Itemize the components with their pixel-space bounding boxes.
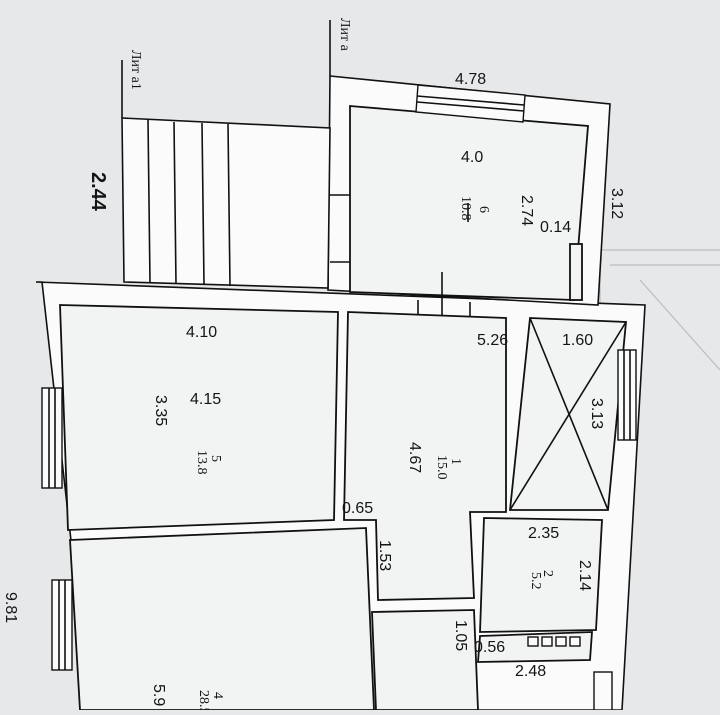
window-lower-right — [593, 671, 613, 711]
room1-notch-width: 0.65 — [342, 500, 373, 517]
room5-depth: 3.35 — [152, 395, 169, 426]
room-5 — [41, 304, 339, 531]
stair-well — [509, 317, 637, 511]
lit-a1-label: Лит а1 — [128, 50, 143, 90]
room-4 — [51, 527, 375, 711]
room2-width: 2.35 — [528, 525, 559, 542]
porch-steps — [121, 20, 331, 289]
room2-height: 2.14 — [576, 560, 593, 591]
room1-num: 1 — [448, 458, 463, 465]
room4-area: 28.5 — [196, 690, 211, 710]
room5-width: 4.10 — [186, 324, 217, 341]
stair-width: 1.60 — [562, 332, 593, 349]
total-width: 9.81 — [2, 592, 19, 623]
porch-width: 2.44 — [87, 172, 109, 212]
room6-depth: 2.74 — [518, 195, 535, 226]
room-6 — [330, 84, 589, 340]
labels: Лит а Лит а1 2.44 9.81 4.78 4.0 6 10.8 2… — [2, 18, 625, 715]
room6-width-top: 4.78 — [455, 71, 486, 88]
room6-side: 3.12 — [608, 188, 625, 219]
room1-depth: 4.67 — [406, 442, 423, 473]
lit-a-label: Лит а — [337, 18, 352, 52]
stair-height: 3.13 — [588, 398, 605, 429]
room1-top: 5.26 — [477, 332, 508, 349]
room4-num: 4 — [210, 692, 225, 699]
room2-area: 5.2 — [528, 572, 543, 590]
room3-n: 0.56 — [474, 639, 505, 656]
room3-height: 1.05 — [452, 620, 469, 651]
room4-depth: 5.9 — [150, 684, 167, 706]
room6-notch: 0.14 — [540, 219, 571, 236]
room1-notch-height: 1.53 — [376, 540, 393, 571]
room6-width: 4.0 — [461, 149, 483, 166]
room-1 — [343, 311, 507, 601]
room6-area: 10.8 — [458, 196, 473, 221]
room3-width: 2.48 — [515, 663, 546, 680]
room5-area: 13.8 — [194, 450, 209, 475]
room2-num: 2 — [540, 570, 555, 577]
room-3 — [477, 631, 593, 663]
room6-num: 6 — [476, 206, 491, 213]
room-2 — [479, 517, 603, 633]
room5-num: 5 — [208, 455, 223, 462]
room1-area: 15.0 — [434, 455, 449, 480]
room5-height: 4.15 — [190, 391, 221, 408]
